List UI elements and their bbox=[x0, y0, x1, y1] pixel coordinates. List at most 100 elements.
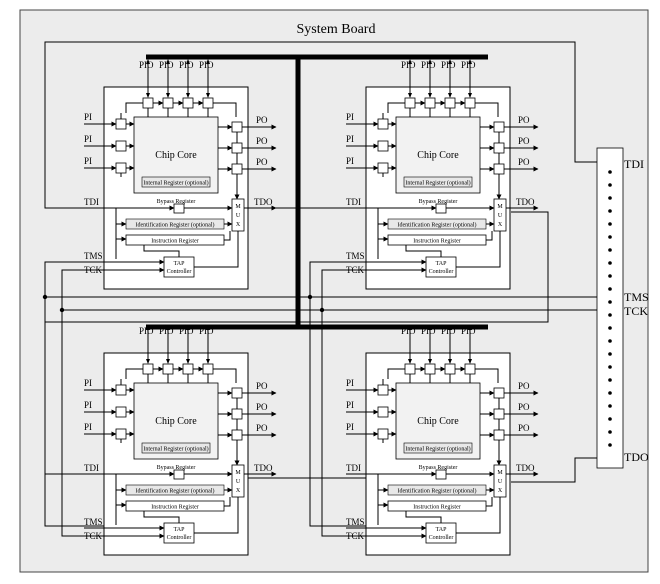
pi-label: PI bbox=[84, 400, 92, 410]
pio-boundary-cell bbox=[424, 97, 436, 109]
identification-register-label: Identification Register (optional) bbox=[136, 488, 215, 495]
pio-boundary-cell bbox=[444, 97, 456, 109]
pi-boundary-cell bbox=[377, 406, 389, 418]
pi-boundary-cell bbox=[115, 384, 127, 396]
tck-junction-left bbox=[59, 307, 65, 313]
tck-junction-mid bbox=[319, 307, 325, 313]
instruction-register-label: Instruction Register bbox=[413, 505, 461, 511]
internal-register bbox=[141, 442, 211, 454]
connector-pin bbox=[608, 391, 612, 395]
pio-arrow-up bbox=[186, 59, 190, 64]
pio-buses bbox=[146, 54, 488, 330]
bypass-register bbox=[173, 469, 185, 480]
pio-arrow-up bbox=[468, 325, 472, 330]
bypass-register-label: Bypass Register bbox=[157, 465, 196, 471]
tms-label: TMS bbox=[346, 251, 365, 261]
po-label: PO bbox=[256, 423, 268, 433]
connector-tdo-label: TDO bbox=[624, 450, 649, 464]
tap-controller-label-2: Controller bbox=[429, 535, 454, 541]
po-boundary-cell bbox=[231, 408, 243, 420]
mux-letter: U bbox=[498, 213, 503, 219]
pio-arrow-down bbox=[186, 93, 190, 98]
tck-label: TCK bbox=[346, 531, 365, 541]
pio-boundary-cell bbox=[464, 97, 476, 109]
tap-controller-label-1: TAP bbox=[174, 527, 186, 533]
connector-pin bbox=[608, 274, 612, 278]
connector-pin bbox=[608, 378, 612, 382]
tms-label: TMS bbox=[84, 517, 103, 527]
chip-core-label: Chip Core bbox=[417, 150, 459, 161]
pi-label: PI bbox=[84, 112, 92, 122]
pio-arrow-down bbox=[166, 359, 170, 364]
internal-register-label: Internal Register (optional) bbox=[143, 180, 208, 187]
pio-arrow-up bbox=[146, 325, 150, 330]
internal-register bbox=[141, 176, 211, 188]
po-label: PO bbox=[518, 381, 530, 391]
pio-boundary-cell bbox=[162, 97, 174, 109]
pio-boundary-cell bbox=[202, 97, 214, 109]
pio-label: PIO bbox=[441, 60, 456, 70]
tms-label: TMS bbox=[84, 251, 103, 261]
connector-pin bbox=[608, 326, 612, 330]
scan-chain-top-right bbox=[475, 102, 499, 117]
pi-boundary-cell bbox=[377, 384, 389, 396]
pio-label: PIO bbox=[441, 326, 456, 336]
pio-arrow-up bbox=[186, 325, 190, 330]
tms-drop-chip3 bbox=[44, 297, 104, 527]
pi-label: PI bbox=[346, 134, 354, 144]
pi-label: PI bbox=[346, 378, 354, 388]
po-boundary-cell bbox=[493, 429, 505, 441]
pio-boundary-cell bbox=[182, 363, 194, 375]
scan-chain-top-right bbox=[213, 368, 237, 383]
tdi-label: TDI bbox=[84, 463, 99, 473]
pio-boundary-cell bbox=[404, 363, 416, 375]
pio-arrow-up bbox=[146, 59, 150, 64]
po-label: PO bbox=[518, 402, 530, 412]
pi-label: PI bbox=[84, 378, 92, 388]
tap-to-ir bbox=[143, 511, 180, 523]
pio-label: PIO bbox=[461, 60, 476, 70]
connector-pin bbox=[608, 261, 612, 265]
scan-chain-top-right bbox=[213, 102, 237, 117]
connector-pins bbox=[608, 170, 612, 447]
ir-to-mux bbox=[224, 497, 231, 507]
pio-arrow-down bbox=[408, 93, 412, 98]
bypass-register bbox=[435, 469, 447, 480]
pio-arrow-down bbox=[146, 93, 150, 98]
identification-register-label: Identification Register (optional) bbox=[398, 488, 477, 495]
chip-core-label: Chip Core bbox=[155, 150, 197, 161]
tms-junction-mid bbox=[307, 294, 313, 300]
tdo-label: TDO bbox=[516, 463, 535, 473]
scan-chain-top bbox=[125, 368, 143, 379]
mux-letter: M bbox=[235, 470, 241, 476]
pio-label: PIO bbox=[159, 60, 174, 70]
pio-arrow-up bbox=[468, 59, 472, 64]
connector-pin bbox=[608, 417, 612, 421]
tap-controller-label-1: TAP bbox=[436, 527, 448, 533]
pio-arrow-down bbox=[468, 359, 472, 364]
pio-arrow-down bbox=[206, 359, 210, 364]
po-boundary-cell bbox=[493, 142, 505, 154]
mux-letter: M bbox=[497, 204, 503, 210]
pio-arrow-down bbox=[468, 93, 472, 98]
pi-label: PI bbox=[84, 134, 92, 144]
tap-controller-label-2: Controller bbox=[429, 269, 454, 275]
connector-pin bbox=[608, 443, 612, 447]
po-label: PO bbox=[256, 115, 268, 125]
pio-boundary-cell bbox=[404, 97, 416, 109]
ir-to-mux bbox=[486, 497, 493, 507]
internal-register bbox=[403, 176, 473, 188]
internal-register-label: Internal Register (optional) bbox=[405, 446, 470, 453]
pio-label: PIO bbox=[199, 60, 214, 70]
bypass-register-label: Bypass Register bbox=[419, 199, 458, 205]
tms-drop-chip4 bbox=[309, 297, 366, 527]
connector-pin bbox=[608, 339, 612, 343]
connector-housing bbox=[596, 147, 624, 469]
mux-letter: U bbox=[236, 213, 241, 219]
tap-to-ir bbox=[143, 245, 180, 257]
pio-arrow-up bbox=[408, 325, 412, 330]
pio-label: PIO bbox=[179, 60, 194, 70]
instruction-register-label: Instruction Register bbox=[151, 239, 199, 245]
